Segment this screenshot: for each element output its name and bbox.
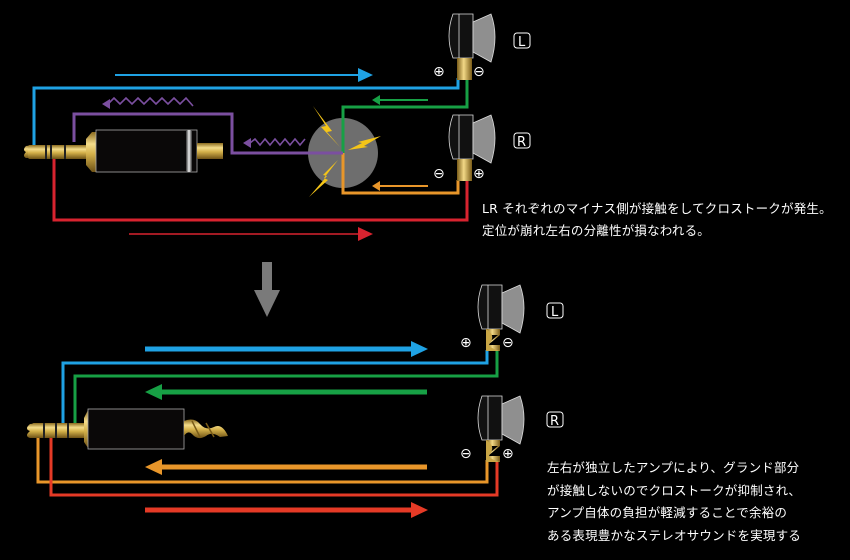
bottom-caption-line: 左右が独立したアンプにより、グランド部分 <box>547 460 800 475</box>
bottom-caption-line: ある表現豊かなステレオサウンドを実現する <box>547 527 802 543</box>
down-arrow-icon <box>254 262 280 317</box>
bottom-caption: 左右が独立したアンプにより、グランド部分 が接触しないのでクロストークが抑制され… <box>547 457 801 547</box>
bottom-panel: ⊕ ⊖ L ⊖ ⊕ R <box>27 284 564 518</box>
spark-icon <box>309 106 381 197</box>
ground-noise-arrow-2 <box>243 137 306 148</box>
top-left-plus-terminal: ⊕ <box>433 64 445 80</box>
top-panel: ⊕ ⊖ L ⊖ ⊕ R <box>24 13 531 241</box>
right-plus-wire <box>52 158 469 222</box>
left-plus-flow-arrow <box>115 68 373 82</box>
bottom-right-minus-terminal: ⊖ <box>460 446 472 462</box>
top-caption: LR それぞれのマイナス側が接触をしてクロストークが発生。 定位が崩れ左右の分離… <box>482 198 832 242</box>
bottom-left-plus-terminal: ⊕ <box>460 335 472 351</box>
bottom-caption-line: が接触しないのでクロストークが抑制され、 <box>547 482 802 498</box>
top-left-minus-terminal: ⊖ <box>473 64 485 80</box>
top-earphone-left <box>448 13 496 80</box>
bottom-right-minus-flow-arrow <box>145 459 427 475</box>
bottom-right-channel-label: R <box>550 414 559 429</box>
bottom-left-minus-flow-arrow <box>145 384 427 400</box>
bottom-left-minus-wire <box>73 350 499 425</box>
ground-wire <box>72 112 343 155</box>
left-minus-flow-arrow <box>372 95 428 105</box>
bottom-right-minus-wire <box>36 437 489 484</box>
bottom-caption-line: アンプ自体の負担が軽減することで余裕の <box>547 505 788 520</box>
bottom-left-plus-wire <box>61 350 489 425</box>
left-plus-wire <box>32 78 460 146</box>
right-plus-flow-arrow <box>129 227 373 241</box>
ground-noise-arrow-1 <box>102 96 194 109</box>
top-caption-line: 定位が崩れ左右の分離性が損なわれる。 <box>482 223 710 238</box>
right-minus-flow-arrow <box>372 181 428 191</box>
top-plug <box>24 129 223 173</box>
bottom-left-channel-label: L <box>551 305 559 320</box>
twisted-cable-icon <box>184 419 228 439</box>
bottom-right-plus-terminal: ⊕ <box>502 446 514 462</box>
bottom-plug <box>27 408 228 450</box>
bottom-right-plus-flow-arrow <box>145 502 428 518</box>
bottom-left-minus-terminal: ⊖ <box>502 335 514 351</box>
bottom-left-plus-flow-arrow <box>145 341 428 357</box>
top-right-channel-label: R <box>517 135 526 150</box>
top-right-minus-terminal: ⊖ <box>433 166 445 182</box>
top-right-plus-terminal: ⊕ <box>473 166 485 182</box>
top-caption-line: LR それぞれのマイナス側が接触をしてクロストークが発生。 <box>482 201 832 216</box>
bottom-earphone-right <box>477 395 525 462</box>
top-left-channel-label: L <box>518 35 526 50</box>
bottom-earphone-left <box>477 284 525 351</box>
top-earphone-right <box>448 114 496 181</box>
bottom-right-plus-wire <box>49 437 499 497</box>
